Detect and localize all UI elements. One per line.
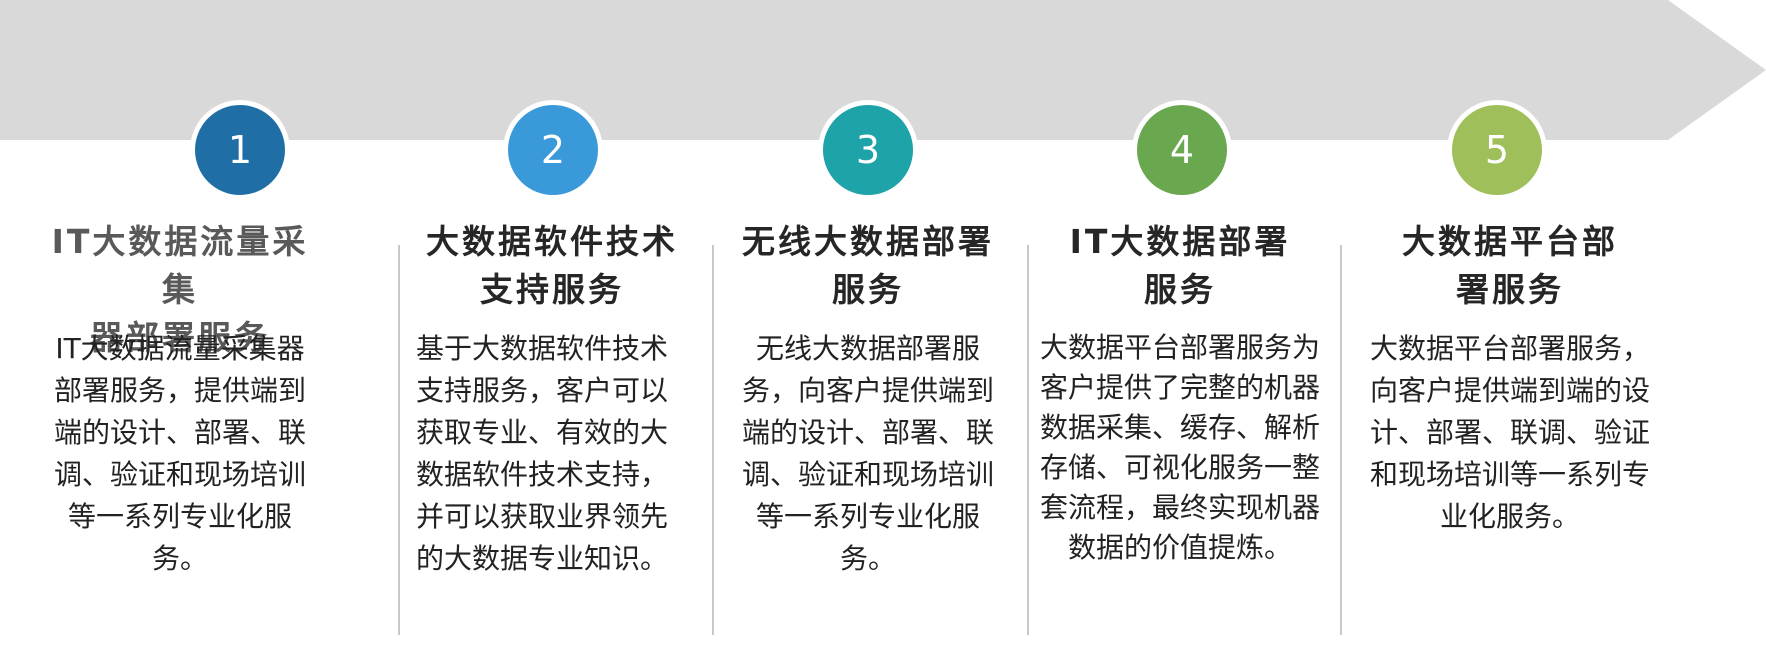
step-number: 5 [1484, 128, 1510, 172]
column-divider [398, 245, 400, 635]
step-description: 大数据平台部署服务，向客户提供端到端的设计、部署、联调、验证和现场培训等一系列专… [1369, 332, 1650, 533]
step-description: 无线大数据部署服务，向客户提供端到端的设计、部署、联调、验证和现场培训等一系列专… [741, 332, 994, 575]
step-title-line: 器部署服务 [90, 318, 270, 357]
step-column-5: 大数据平台部 署服务 大数据平台部署服务，向客户提供端到端的设计、部署、联调、验… [1345, 218, 1675, 538]
step-title-line: 署服务 [1456, 270, 1564, 309]
column-divider [1340, 245, 1342, 635]
step-title-line: IT大数据部署 [1069, 222, 1291, 261]
step-title-line: IT大数据流量采集 [51, 222, 309, 309]
arrow-shape [0, 0, 1766, 140]
step-title: IT大数据流量采集 器部署服务 [30, 218, 330, 357]
step-column-1: IT大数据流量采集 器部署服务 IT大数据流量采集器部署服务，提供端到端的设计、… [30, 218, 330, 580]
step-title: IT大数据部署 服务 [1030, 218, 1330, 318]
step-description: 大数据平台部署服务为客户提供了完整的机器数据采集、缓存、解析存储、可视化服务一整… [1039, 331, 1320, 564]
step-title-line: 服务 [832, 270, 904, 309]
step-title: 大数据平台部 署服务 [1345, 218, 1675, 318]
step-number: 3 [855, 128, 881, 172]
step-column-3: 无线大数据部署 服务 无线大数据部署服务，向客户提供端到端的设计、部署、联调、验… [718, 218, 1018, 580]
step-description: IT大数据流量采集器部署服务，提供端到端的设计、部署、联调、验证和现场培训等一系… [53, 332, 306, 575]
step-title-line: 无线大数据部署 [742, 222, 994, 261]
step-number: 2 [540, 128, 566, 172]
step-title: 大数据软件技术 支持服务 [402, 218, 702, 318]
step-column-2: 大数据软件技术 支持服务 基于大数据软件技术支持服务，客户可以获取专业、有效的大… [402, 218, 702, 580]
step-number: 4 [1169, 128, 1195, 172]
step-title-line: 支持服务 [480, 270, 624, 309]
step-number-badge-1: 1 [190, 100, 290, 200]
step-number-badge-5: 5 [1447, 100, 1547, 200]
step-title-line: 大数据软件技术 [426, 222, 678, 261]
step-title: 无线大数据部署 服务 [718, 218, 1018, 318]
step-title-line: 服务 [1144, 270, 1216, 309]
step-number-badge-2: 2 [503, 100, 603, 200]
step-description: 基于大数据软件技术支持服务，客户可以获取专业、有效的大数据软件技术支持，并可以获… [416, 332, 669, 575]
step-number-badge-3: 3 [818, 100, 918, 200]
column-divider [712, 245, 714, 635]
step-column-4: IT大数据部署 服务 大数据平台部署服务为客户提供了完整的机器数据采集、缓存、解… [1030, 218, 1330, 568]
column-divider [1027, 245, 1029, 635]
step-number-badge-4: 4 [1132, 100, 1232, 200]
step-number: 1 [227, 128, 253, 172]
step-title-line: 大数据平台部 [1402, 222, 1618, 261]
